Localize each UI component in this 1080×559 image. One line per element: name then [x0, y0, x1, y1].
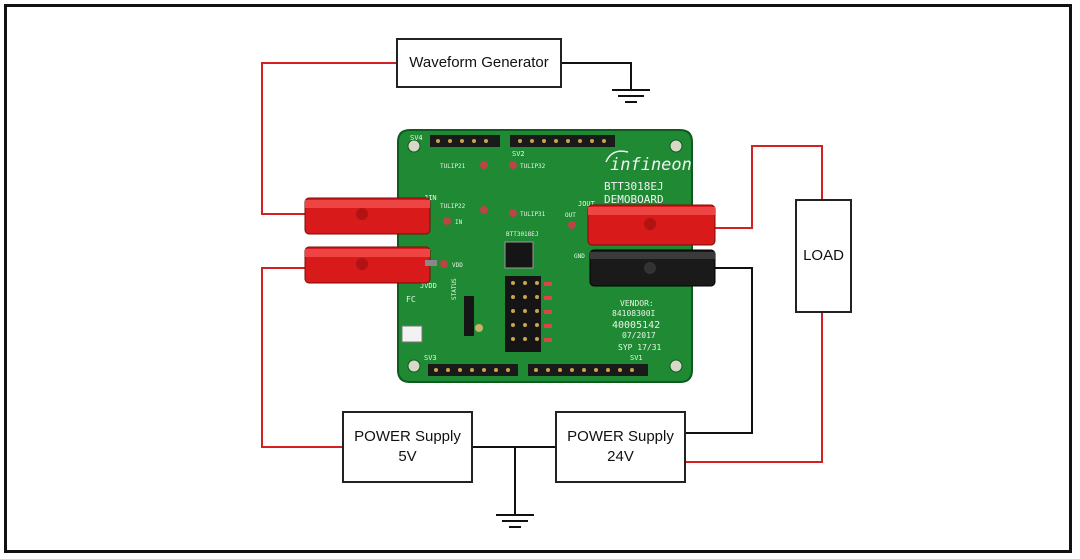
ground-symbol-icon [496, 514, 534, 528]
wire-ps24-to-gnd [686, 267, 753, 434]
fc-label: FC [406, 295, 416, 304]
board-part-number: BTT3018EJ [604, 180, 664, 193]
board-subtitle: DEMOBOARD [604, 193, 664, 206]
red-clip-jout [587, 204, 716, 246]
board-code: SYP 17/31 [618, 343, 662, 352]
demo-board: SV4 SV2 SV3 SV1 infineon [397, 129, 693, 383]
svg-text:SV1: SV1 [630, 354, 643, 362]
svg-text:BTT3018EJ: BTT3018EJ [506, 231, 539, 238]
vendor-number: 84108300I [612, 309, 656, 318]
svg-text:OUT: OUT [565, 212, 576, 219]
header-sv1: SV1 [528, 354, 648, 376]
ground-symbol-icon [612, 89, 650, 103]
wire-ps5-to-jvdd [261, 267, 342, 448]
power-supply-24v-title: POWER Supply [567, 427, 674, 445]
svg-text:TULIP31: TULIP31 [520, 211, 546, 218]
infineon-logo: infineon [610, 155, 692, 175]
waveform-generator-block: Waveform Generator [396, 38, 562, 88]
wire-ps24-to-load [686, 313, 823, 463]
board-serial: 40005142 [612, 320, 660, 331]
black-clip-gnd [589, 249, 716, 287]
red-clip-jin [304, 197, 431, 235]
load-label: LOAD [803, 246, 844, 264]
diagram-frame [4, 4, 1072, 553]
waveform-generator-label: Waveform Generator [409, 53, 549, 71]
board-date: 07/2017 [622, 331, 656, 340]
jack-jout-label: JOUT [578, 200, 596, 208]
svg-text:SV2: SV2 [512, 150, 525, 158]
power-supply-24v-block: POWER Supply 24V [555, 411, 686, 483]
red-clip-jvdd [304, 246, 437, 284]
power-supply-5v-block: POWER Supply 5V [342, 411, 473, 483]
svg-text:IN: IN [455, 219, 463, 226]
svg-text:TULIP32: TULIP32 [520, 163, 546, 170]
svg-text:TULIP21: TULIP21 [440, 163, 466, 170]
power-supply-5v-voltage: 5V [398, 448, 417, 465]
header-sv2: SV2 [510, 135, 615, 158]
jack-jin-label: JIN [424, 194, 437, 202]
power-supply-5v-title: POWER Supply [354, 427, 461, 445]
power-supply-24v-voltage: 24V [607, 448, 634, 465]
status-label: STATUS [451, 278, 458, 300]
load-block: LOAD [795, 199, 852, 313]
header-sv4: SV4 [410, 134, 500, 147]
wire-waveform-ground [562, 62, 632, 90]
jack-jvdd-label: JVDD [420, 282, 437, 290]
jumper-block [505, 276, 552, 352]
svg-text:GND: GND [574, 253, 585, 260]
svg-text:VDD: VDD [452, 262, 463, 269]
ic-chip: BTT3018EJ [504, 231, 539, 269]
test-points: TULIP21 TULIP32 TULIP22 TULIP31 IN VDD O… [440, 161, 585, 269]
svg-text:TULIP22: TULIP22 [440, 203, 466, 210]
wire-waveform-to-jin [261, 62, 396, 215]
vendor-label: VENDOR: [620, 299, 654, 308]
svg-text:SV4: SV4 [410, 134, 423, 142]
wire-jout-to-load [715, 145, 823, 229]
svg-text:SV3: SV3 [424, 354, 437, 362]
